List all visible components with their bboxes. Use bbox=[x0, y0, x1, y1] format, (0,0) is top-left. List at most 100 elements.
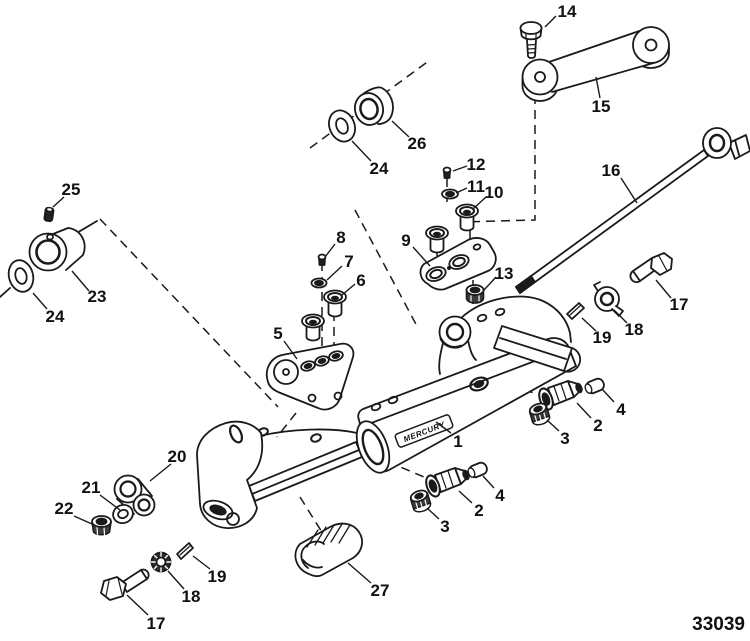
callout-cap-4-upper: 4 bbox=[616, 400, 626, 419]
callout-washer-11: 11 bbox=[467, 177, 485, 196]
leader-nut-22 bbox=[73, 515, 93, 525]
callout-cylinder-1: 1 bbox=[453, 432, 462, 451]
leader-fitting-6 bbox=[341, 283, 356, 296]
bolt-17-left bbox=[101, 570, 149, 600]
callout-screw-12: 12 bbox=[467, 155, 486, 174]
drawing-number: 33039 bbox=[692, 614, 745, 635]
washer-7 bbox=[312, 279, 327, 288]
leader-rod-16 bbox=[620, 177, 638, 204]
callout-nut-22: 22 bbox=[55, 499, 74, 518]
callout-nut-3-upper: 3 bbox=[560, 429, 569, 448]
bushing-23 bbox=[30, 221, 98, 271]
callout-link-20: 20 bbox=[168, 447, 187, 466]
leader-screw-12 bbox=[452, 165, 468, 172]
leader-pin-25 bbox=[52, 196, 65, 208]
callout-screw-8: 8 bbox=[336, 228, 345, 247]
dashed-line-3 bbox=[459, 95, 536, 223]
dashed-line-1 bbox=[99, 218, 279, 408]
leader-fitting-2-lower bbox=[458, 490, 473, 504]
leader-pin-19-right bbox=[581, 317, 597, 332]
leader-washer-24-top bbox=[351, 140, 372, 162]
washer-21 bbox=[111, 502, 136, 526]
steering-rod-16 bbox=[516, 128, 750, 293]
leader-fitting-10 bbox=[472, 196, 487, 210]
callout-washer-24-left: 24 bbox=[46, 307, 65, 326]
leader-nut-13 bbox=[483, 276, 497, 291]
leader-cap-4-upper bbox=[601, 388, 615, 403]
leader-link-20 bbox=[149, 463, 172, 482]
callout-pin-19-right: 19 bbox=[593, 328, 612, 347]
steering-cylinder: MERCURY bbox=[197, 296, 580, 528]
screw-8 bbox=[319, 255, 326, 266]
leader-washer-18-right bbox=[613, 309, 628, 324]
callout-fitting-2-lower: 2 bbox=[474, 501, 483, 520]
leader-washer-18-left bbox=[167, 570, 185, 590]
pin-25 bbox=[44, 207, 54, 221]
leader-washer-24-left bbox=[32, 292, 48, 310]
callout-nut-3-lower: 3 bbox=[440, 517, 449, 536]
leader-plate-5 bbox=[283, 340, 298, 360]
leader-fitting-9 bbox=[412, 246, 431, 267]
mounting-plate-5 bbox=[267, 344, 354, 410]
locknut-13 bbox=[467, 285, 484, 303]
callout-bushing-26: 26 bbox=[408, 134, 427, 153]
fitting-10 bbox=[455, 203, 479, 232]
cable-clamp-27 bbox=[295, 524, 362, 577]
leader-bolt-14 bbox=[544, 15, 557, 28]
callout-bushing-23: 23 bbox=[88, 287, 107, 306]
callout-fitting-9: 9 bbox=[401, 231, 410, 250]
washer-24-left bbox=[0, 257, 37, 297]
steering-link-15 bbox=[523, 27, 670, 101]
callout-fitting-2-upper: 2 bbox=[593, 416, 602, 435]
lock-washer-18-right bbox=[594, 282, 623, 316]
callout-pin-19-left: 19 bbox=[208, 567, 227, 586]
callout-pin-25: 25 bbox=[62, 180, 81, 199]
dashed-line-13 bbox=[299, 496, 326, 538]
callout-link-15: 15 bbox=[592, 97, 611, 116]
leader-lines bbox=[32, 15, 672, 616]
leader-bushing-26 bbox=[391, 120, 410, 138]
callout-fitting-10: 10 bbox=[485, 183, 504, 202]
leader-fitting-2-upper bbox=[576, 402, 592, 419]
fitting-cap-4-upper bbox=[583, 376, 607, 396]
leader-clamp-27 bbox=[347, 562, 372, 584]
callout-washer-18-left: 18 bbox=[182, 587, 201, 606]
leader-washer-11 bbox=[455, 187, 468, 194]
bolt-17-right bbox=[630, 253, 672, 282]
callout-cap-4-lower: 4 bbox=[495, 486, 505, 505]
callout-washer-18-right: 18 bbox=[625, 320, 644, 339]
washer-11 bbox=[442, 190, 458, 199]
leader-bolt-17-right bbox=[655, 279, 672, 299]
callout-bolt-14: 14 bbox=[558, 2, 577, 21]
callout-fitting-6: 6 bbox=[356, 271, 365, 290]
leader-pin-19-left bbox=[192, 555, 211, 570]
leader-link-15 bbox=[595, 76, 601, 99]
leader-washer-21 bbox=[99, 494, 121, 511]
screw-12 bbox=[444, 168, 451, 179]
callout-rod-16: 16 bbox=[602, 161, 621, 180]
fitting-6b bbox=[301, 313, 325, 342]
callout-plate-5: 5 bbox=[273, 324, 282, 343]
leader-bushing-23 bbox=[71, 270, 90, 292]
fitting-9 bbox=[425, 225, 449, 254]
dashed-line-14 bbox=[354, 209, 419, 329]
key-pin-19-left bbox=[177, 543, 193, 559]
leader-cylinder-1 bbox=[435, 421, 452, 434]
callout-washer-21: 21 bbox=[82, 478, 101, 497]
leader-cap-4-lower bbox=[482, 475, 495, 489]
bolt-14 bbox=[521, 22, 542, 58]
bushing-26 bbox=[352, 87, 393, 127]
callout-washer-24-top: 24 bbox=[370, 159, 389, 178]
link-20 bbox=[115, 476, 155, 516]
key-pin-19-right bbox=[567, 303, 584, 319]
dashed-line-6 bbox=[276, 412, 297, 438]
leader-nut-3-lower bbox=[426, 507, 440, 520]
callout-nut-13: 13 bbox=[495, 264, 514, 283]
lock-washer-18-left bbox=[152, 553, 171, 572]
leader-bolt-17-left bbox=[126, 594, 149, 616]
leader-nut-3-upper bbox=[546, 419, 560, 432]
fitting-nut-3-upper bbox=[527, 400, 551, 426]
